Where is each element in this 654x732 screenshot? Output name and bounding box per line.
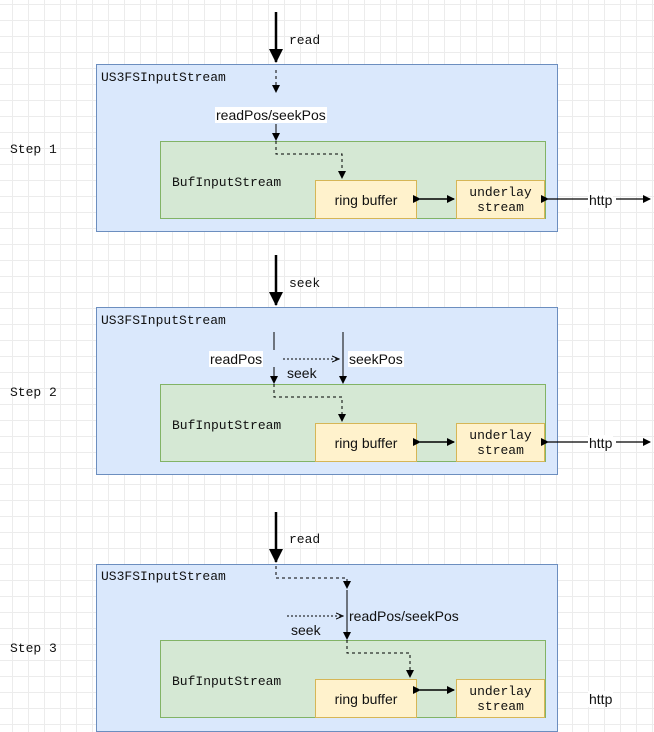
http-label: http [588,691,614,707]
read-seek-pos-label: readPos/seekPos [215,107,327,123]
ring-buffer-label: ring buffer [334,434,398,451]
http-label: http [588,192,614,208]
us3fs-input-stream-title: US3FSInputStream [101,569,226,584]
ring-buffer-label: ring buffer [334,690,398,707]
underlay-stream-box: underlay stream [456,423,545,462]
ring-buffer-box: ring buffer [315,180,417,219]
us3fs-input-stream-title: US3FSInputStream [101,70,226,85]
read-arrow-label: read [289,532,321,547]
us3fs-input-stream-title: US3FSInputStream [101,313,226,328]
seek-arrow-label: seek [289,276,321,291]
underlay-label-line1: underlay [469,427,532,443]
step-label: Step 1 [10,142,57,157]
underlay-stream-box: underlay stream [456,180,545,219]
buf-input-stream-title: BufInputStream [172,674,282,689]
http-label: http [588,435,614,451]
underlay-label-line1: underlay [469,184,532,200]
read-arrow-label: read [289,33,321,48]
read-pos-label: readPos [209,351,264,367]
underlay-label-line2: stream [477,442,524,458]
step-label: Step 3 [10,641,57,656]
seek-move-label: seek [291,622,321,638]
underlay-label-line1: underlay [469,683,532,699]
ring-buffer-label: ring buffer [334,191,398,208]
seek-pos-label: seekPos [348,351,404,367]
underlay-label-line2: stream [477,199,524,215]
read-seek-pos-label: readPos/seekPos [349,608,459,624]
buf-input-stream-title: BufInputStream [172,418,282,433]
ring-buffer-box: ring buffer [315,679,417,718]
ring-buffer-box: ring buffer [315,423,417,462]
seek-move-label: seek [287,365,317,381]
underlay-stream-box: underlay stream [456,679,545,718]
buf-input-stream-title: BufInputStream [172,175,282,190]
step-label: Step 2 [10,385,57,400]
underlay-label-line2: stream [477,698,524,714]
